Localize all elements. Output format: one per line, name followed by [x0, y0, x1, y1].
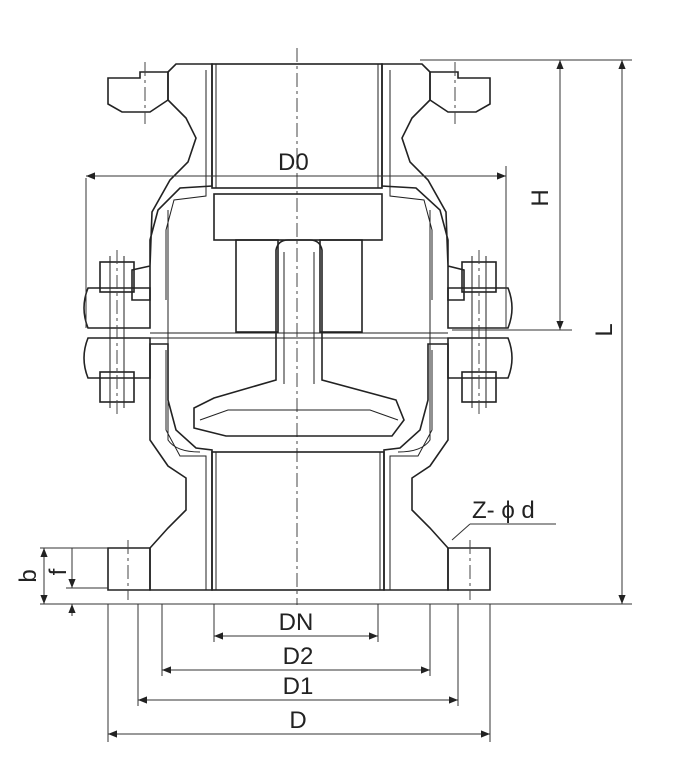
label-z-phi-d: Z- ϕ d: [472, 497, 535, 524]
valve-body-right: [381, 63, 513, 591]
label-d: D: [289, 707, 306, 734]
inner-housing: [167, 210, 431, 453]
valve-disc: [193, 239, 405, 437]
bore-pipes: [211, 63, 385, 591]
guide-sleeve: [235, 239, 363, 333]
leader-z-phi-d: [451, 523, 471, 541]
label-dn: DN: [279, 609, 314, 636]
valve-body-left: [83, 63, 213, 591]
label-b: b: [15, 569, 42, 582]
label-f: f: [45, 568, 72, 575]
bolt-right: [461, 250, 497, 414]
label-d1: D1: [283, 673, 314, 700]
extension-lines: [40, 59, 632, 742]
label-d2: D2: [283, 643, 314, 670]
label-d0: D0: [278, 149, 309, 176]
label-l: L: [591, 323, 618, 336]
label-h: H: [527, 189, 554, 206]
bolt-left: [99, 250, 135, 414]
